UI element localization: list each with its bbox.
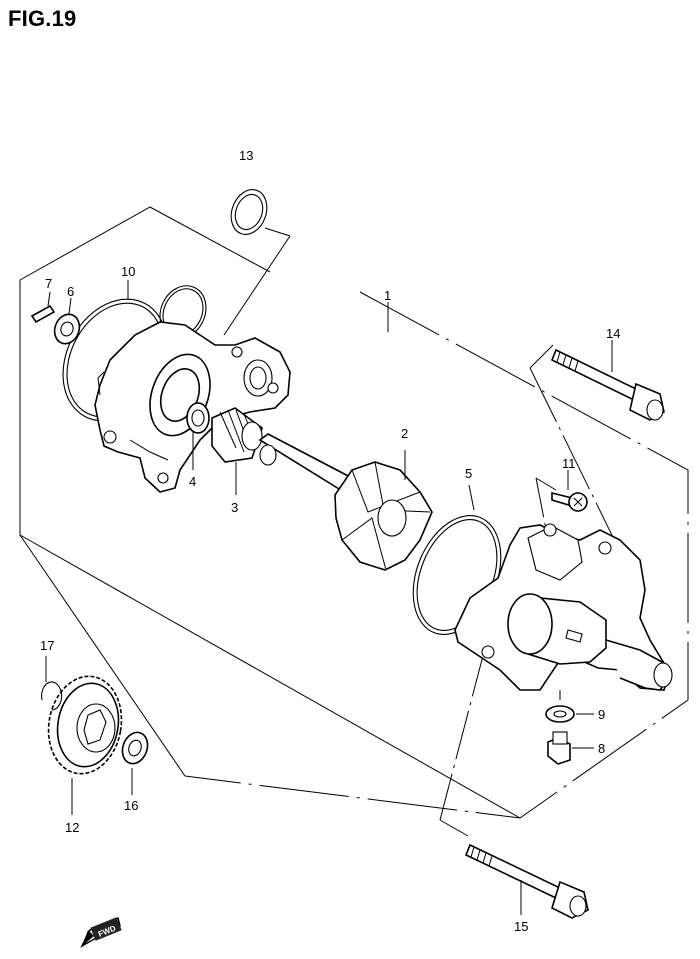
callout-14: 14: [606, 326, 620, 341]
bolt-15-guide: [439, 647, 486, 837]
figure-title: FIG.19: [8, 6, 77, 31]
washer-9: [545, 690, 594, 723]
callout-15: 15: [514, 919, 528, 934]
callout-10: 10: [121, 264, 135, 279]
bolt-11: [551, 470, 588, 512]
washer-6: [53, 297, 81, 345]
callout-5: 5: [465, 466, 472, 481]
callout-8: 8: [598, 741, 605, 756]
callout-2: 2: [401, 426, 408, 441]
pin-7: [30, 291, 56, 324]
bolt-14: [550, 340, 665, 421]
washer-16: [121, 731, 149, 795]
callout-6: 6: [67, 284, 74, 299]
pump-cover: [454, 523, 673, 691]
bolt-15: [464, 843, 589, 919]
callout-13: 13: [239, 148, 253, 163]
callout-3: 3: [231, 500, 238, 515]
callout-4: 4: [189, 474, 196, 489]
seal-4: [186, 402, 210, 470]
callout-17: 17: [40, 638, 54, 653]
callout-1: 1: [384, 288, 391, 303]
callout-7: 7: [45, 276, 52, 291]
o-ring-13: [223, 189, 291, 336]
assembly-outline: [19, 206, 689, 819]
circlip-17: [41, 656, 63, 711]
plug-8: [547, 731, 594, 765]
callout-labels: 13 10 7 6 1 14 2 11 5 4 3 17 9 8 16 12 1…: [40, 148, 620, 934]
gear-12: [47, 675, 123, 815]
fwd-direction-arrow: FWD: [80, 916, 122, 948]
callout-11: 11: [562, 456, 576, 471]
mechanical-seal-3: [211, 407, 263, 495]
callout-9: 9: [598, 707, 605, 722]
callout-12: 12: [65, 820, 79, 835]
impeller-2: [258, 433, 433, 571]
callout-16: 16: [124, 798, 138, 813]
